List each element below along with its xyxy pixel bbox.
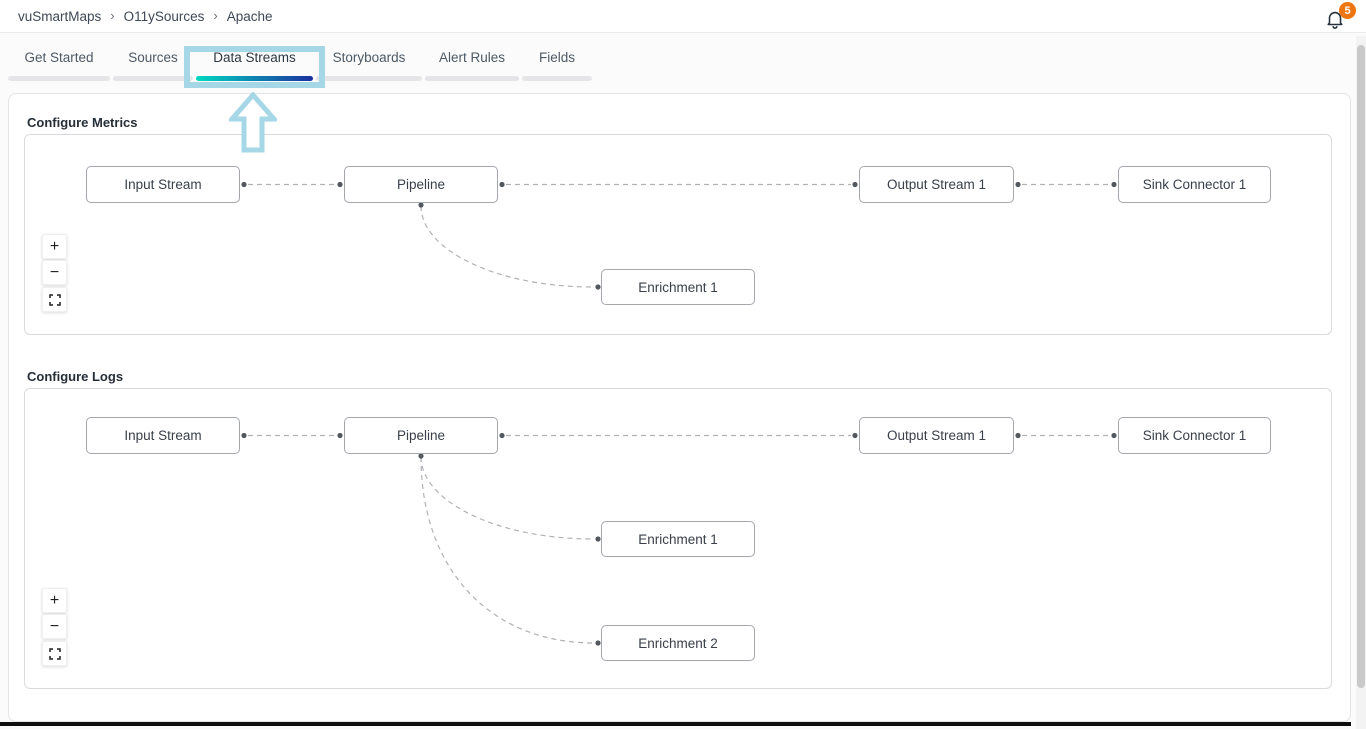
section-title-configure-logs: Configure Logs <box>27 369 124 384</box>
flow-node-enrichment-1[interactable]: Enrichment 1 <box>601 269 755 305</box>
tab-alert-rules[interactable]: Alert Rules <box>425 33 519 81</box>
flow-node-sink-connector-1[interactable]: Sink Connector 1 <box>1118 166 1271 203</box>
tab-fields[interactable]: Fields <box>522 33 592 81</box>
flow-node-enrichment-2[interactable]: Enrichment 2 <box>601 625 755 661</box>
fit-view-icon <box>48 647 61 660</box>
flow-node-output-stream-1[interactable]: Output Stream 1 <box>859 417 1014 454</box>
window-bottom-edge <box>0 722 1351 726</box>
zoom-in-button[interactable]: + <box>42 234 67 259</box>
breadcrumb-separator-icon: › <box>110 8 115 23</box>
tab-underline-active <box>196 76 313 81</box>
flow-node-pipeline[interactable]: Pipeline <box>344 166 498 203</box>
tab-storyboards[interactable]: Storyboards <box>316 33 422 81</box>
flow-node-input-stream[interactable]: Input Stream <box>86 166 240 203</box>
section-title-configure-metrics: Configure Metrics <box>27 115 138 130</box>
breadcrumb-item-apache[interactable]: Apache <box>226 9 273 24</box>
fit-view-button[interactable] <box>42 287 67 312</box>
flow-node-enrichment-1[interactable]: Enrichment 1 <box>601 521 755 557</box>
tab-underline <box>8 76 110 81</box>
scrollbar-thumb[interactable] <box>1357 45 1365 688</box>
tab-get-started[interactable]: Get Started <box>8 33 110 81</box>
tab-data-streams[interactable]: Data Streams <box>196 33 313 81</box>
top-bar: vuSmartMaps › O11ySources › Apache 5 <box>0 0 1366 33</box>
zoom-in-button[interactable]: + <box>42 588 67 613</box>
flow-node-sink-connector-1[interactable]: Sink Connector 1 <box>1118 417 1271 454</box>
notification-count-badge: 5 <box>1339 2 1356 19</box>
flow-node-output-stream-1[interactable]: Output Stream 1 <box>859 166 1014 203</box>
fit-view-button[interactable] <box>42 641 67 666</box>
tab-underline <box>316 76 422 81</box>
tab-underline <box>113 76 193 81</box>
tab-underline <box>425 76 519 81</box>
tab-sources[interactable]: Sources <box>113 33 193 81</box>
zoom-out-button[interactable]: − <box>42 260 67 285</box>
fit-view-icon <box>48 293 61 306</box>
flow-node-pipeline[interactable]: Pipeline <box>344 417 498 454</box>
breadcrumb: vuSmartMaps › O11ySources › Apache <box>18 0 273 33</box>
zoom-out-button[interactable]: − <box>42 614 67 639</box>
breadcrumb-item-o11ysources[interactable]: O11ySources <box>123 9 205 24</box>
scrollbar-track[interactable] <box>1356 36 1366 729</box>
breadcrumb-separator-icon: › <box>213 8 218 23</box>
flow-node-input-stream[interactable]: Input Stream <box>86 417 240 454</box>
tab-bar: Get Started Sources Data Streams Storybo… <box>8 33 595 83</box>
breadcrumb-item-vusmartmaps[interactable]: vuSmartMaps <box>18 9 102 24</box>
bell-icon <box>1327 11 1343 29</box>
tab-underline <box>522 76 592 81</box>
notifications-button[interactable]: 5 <box>1324 2 1356 32</box>
